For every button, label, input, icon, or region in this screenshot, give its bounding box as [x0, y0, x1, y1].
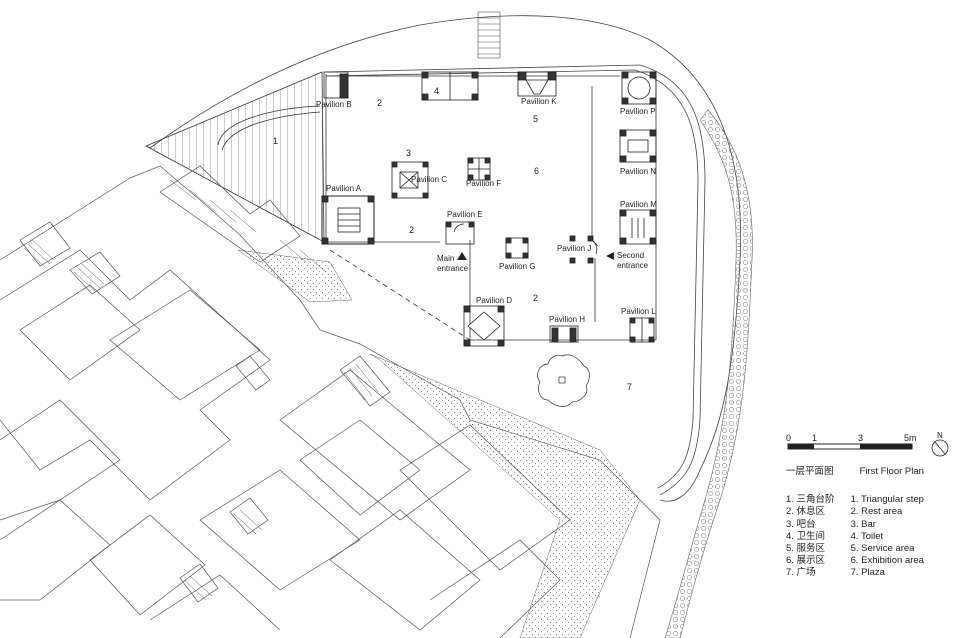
- pavilion-a-label: Pavilion A: [326, 184, 362, 193]
- scale-label-0: 0: [786, 433, 791, 443]
- legend-item-en: 6. Exhibition area: [850, 555, 924, 567]
- legend-column-cn: 1. 三角台阶 2. 休息区 3. 吧台 4. 卫生间 5. 服务区 6. 展示…: [786, 494, 835, 579]
- area-number-rest-left: 2: [409, 225, 414, 235]
- main-entrance-arrow-icon: [457, 252, 467, 260]
- pavilion-j-label: Pavilion J: [557, 244, 591, 253]
- scale-label-5m: 5m: [904, 433, 917, 443]
- legend-item-en: 3. Bar: [850, 518, 876, 530]
- second-entrance-label-2: entrance: [617, 261, 649, 270]
- pavilion-f-label: Pavilion F: [466, 179, 501, 188]
- pavilion-m-label: Pavilion M: [620, 200, 657, 209]
- legend-item-cn: 3. 吧台: [786, 518, 816, 530]
- legend-item-en: 2. Rest area: [850, 506, 903, 518]
- pavilion-k-label: Pavilion K: [521, 97, 557, 106]
- legend: 一层平面图 First Floor Plan 1. 三角台阶 2. 休息区 3.…: [786, 466, 924, 580]
- legend-item-en: 5. Service area: [850, 543, 915, 555]
- area-number-rest-mid: 2: [533, 293, 538, 303]
- area-number-plaza: 7: [627, 382, 632, 392]
- north-label: N: [937, 431, 943, 440]
- dotted-paving-bottom: [369, 353, 641, 638]
- pavilion-c-label: Pavilion C: [411, 175, 447, 184]
- second-entrance-arrow-icon: [606, 252, 614, 260]
- scale-label-1: 1: [812, 433, 817, 443]
- area-number-toilet: 4: [434, 86, 439, 96]
- legend-item-en: 4. Toilet: [850, 530, 884, 542]
- area-number-exhibition: 6: [534, 166, 539, 176]
- legend-item-cn: 5. 服务区: [786, 543, 826, 555]
- legend-item-cn: 7. 广场: [786, 567, 816, 579]
- area-number-bar: 3: [406, 148, 411, 158]
- legend-item-cn: 4. 卫生间: [786, 530, 826, 542]
- pavilion-l-label: Pavilion L: [621, 307, 656, 316]
- tree-icon: [537, 354, 590, 407]
- pavilion-g-label: Pavilion G: [499, 262, 535, 271]
- pavilion-n-label: Pavilion N: [620, 167, 656, 176]
- legend-item-cn: 1. 三角台阶: [786, 494, 835, 506]
- second-entrance-label-1: Second: [617, 251, 644, 260]
- top-stair: [477, 11, 501, 59]
- legend-column-en: 1. Triangular step 2. Rest area 3. Bar 4…: [851, 494, 924, 579]
- area-number-triangular-step: 1: [273, 136, 278, 146]
- stair-hatches: [23, 179, 379, 601]
- main-entrance-label-1: Main: [437, 254, 454, 263]
- main-entrance-label-2: entrance: [437, 264, 469, 273]
- legend-item-en: 1. Triangular step: [850, 494, 924, 506]
- legend-item-cn: 2. 休息区: [786, 506, 826, 518]
- area-number-service: 5: [533, 114, 538, 124]
- pavilion-e-label: Pavilion E: [447, 210, 483, 219]
- pavilions: [321, 71, 657, 347]
- pavilion-h-label: Pavilion H: [549, 315, 585, 324]
- pavilion-d-label: Pavilion D: [476, 296, 512, 305]
- site-boundary: [149, 15, 741, 502]
- neighbouring-buildings: [0, 165, 661, 638]
- legend-title-en: First Floor Plan: [859, 466, 924, 477]
- legend-item-en: 7. Plaza: [850, 567, 885, 579]
- pavilion-b-label: Pavilion B: [316, 100, 352, 109]
- curved-planting-strip: [664, 109, 753, 638]
- triangular-step: [145, 71, 325, 243]
- north-arrow-icon: N: [931, 431, 949, 457]
- pavilion-p-label: Pavilion P: [620, 107, 656, 116]
- scale-label-3: 3: [858, 433, 863, 443]
- scale-bar: 0 1 3 5m: [786, 432, 926, 456]
- legend-item-cn: 6. 展示区: [786, 555, 826, 567]
- legend-title-cn: 一层平面图: [786, 466, 834, 477]
- area-number-rest-top: 2: [377, 98, 382, 108]
